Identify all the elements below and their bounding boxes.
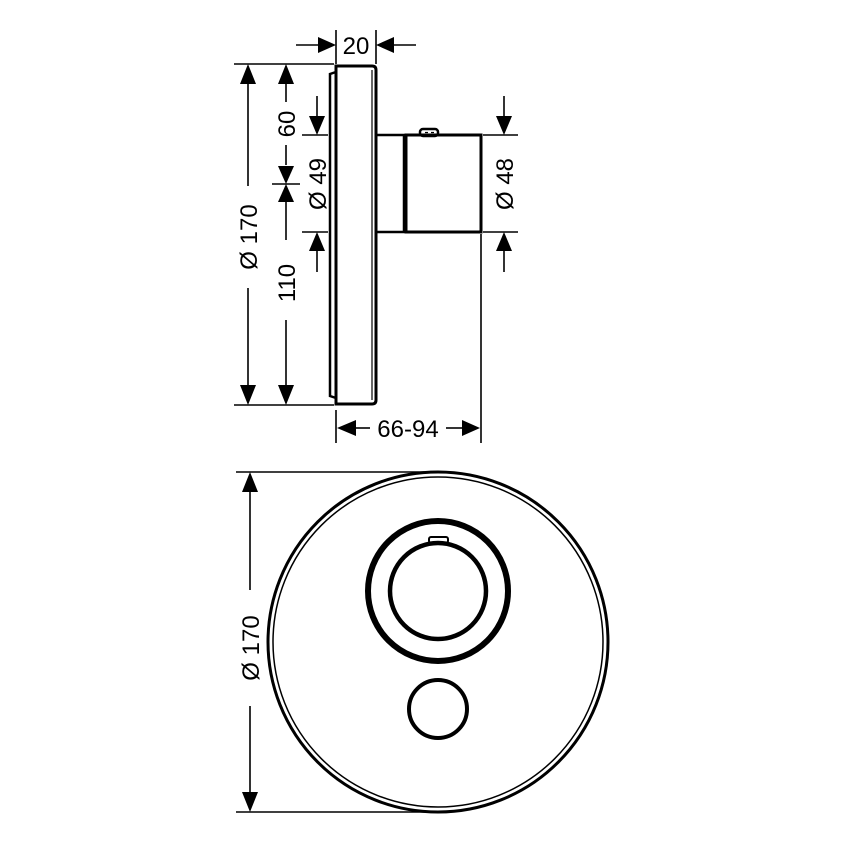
dim-label-49: Ø 49 — [305, 158, 332, 210]
dim-top-to-spindle: 60 — [274, 64, 301, 184]
dim-label-170-side: Ø 170 — [236, 204, 263, 269]
dim-bottom-to-spindle: 110 — [274, 184, 301, 405]
dim-handle-diameter: Ø 48 — [492, 96, 519, 272]
wall-plate-front — [266, 470, 610, 814]
dim-projection-range: 66-94 — [337, 416, 480, 443]
extension-lines — [234, 30, 518, 443]
front-view: Ø 170 — [236, 470, 610, 814]
wall-plate-side — [328, 64, 378, 406]
dim-label-60: 60 — [274, 111, 301, 138]
handle-front — [365, 518, 511, 664]
diverter-button — [407, 678, 469, 740]
dim-label-20: 20 — [343, 33, 370, 60]
side-view: 20 Ø 170 60 110 — [234, 30, 519, 443]
handle-side — [404, 127, 483, 234]
dim-label-110: 110 — [274, 264, 301, 302]
dim-label-66-94: 66-94 — [377, 416, 438, 443]
spindle-sleeve — [376, 133, 407, 234]
dim-label-170-front: Ø 170 — [238, 615, 265, 680]
dim-plate-diameter-front: Ø 170 — [238, 472, 265, 812]
dim-plate-depth: 20 — [296, 33, 416, 60]
dim-label-48: Ø 48 — [492, 158, 519, 210]
dim-plate-diameter-side: Ø 170 — [236, 64, 263, 405]
dim-spindle-diameter: Ø 49 — [305, 96, 332, 272]
